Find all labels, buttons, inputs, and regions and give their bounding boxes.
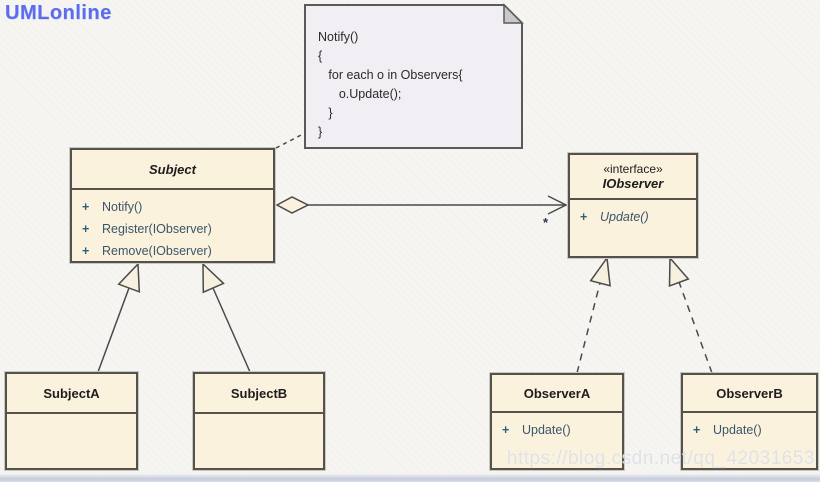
class-subjecta[interactable]: SubjectA — [5, 372, 138, 470]
method-label: Update() — [600, 210, 649, 224]
method-label: Update() — [713, 423, 762, 437]
generalization-subjecta[interactable] — [97, 262, 141, 373]
visibility-marker: + — [502, 423, 510, 437]
method-label: Update() — [522, 423, 571, 437]
class-subjectb-title: SubjectB — [195, 374, 323, 414]
visibility-marker: + — [82, 222, 90, 236]
generalization-subjectb[interactable] — [202, 262, 251, 373]
class-subject[interactable]: Subject + Notify() + Register(IObserver)… — [70, 148, 275, 263]
interface-iobserver[interactable]: «interface» IObserver + Update() — [568, 153, 698, 258]
umlonline-logo: UMLonline — [5, 2, 112, 24]
csdn-watermark: https://blog.csdn.net/qq_42031653 — [506, 448, 815, 469]
method-remove: + Remove(IObserver) — [72, 240, 273, 262]
stereotype-label: «interface» — [603, 162, 663, 176]
method-update: + Update() — [570, 206, 696, 228]
method-update: + Update() — [683, 419, 816, 441]
class-subjectb[interactable]: SubjectB — [193, 372, 325, 470]
class-observerb[interactable]: ObserverB + Update() — [681, 373, 818, 470]
visibility-marker: + — [82, 244, 90, 258]
method-label: Register(IObserver) — [102, 222, 212, 236]
class-subject-methods: + Notify() + Register(IObserver) + Remov… — [72, 190, 273, 262]
method-label: Notify() — [102, 200, 143, 214]
note-code-text: Notify() { for each o in Observers{ o.Up… — [318, 30, 463, 139]
interface-iobserver-header: «interface» IObserver — [570, 155, 696, 200]
aggregation-connector[interactable] — [275, 195, 568, 215]
class-observera-title: ObserverA — [492, 375, 622, 413]
realization-observerb[interactable] — [668, 256, 713, 374]
visibility-marker: + — [693, 423, 701, 437]
class-subjecta-body — [7, 414, 136, 420]
class-subject-title: Subject — [72, 150, 273, 190]
method-register: + Register(IObserver) — [72, 218, 273, 240]
class-subjecta-title: SubjectA — [7, 374, 136, 414]
class-observera-methods: + Update() — [492, 413, 622, 441]
class-observera[interactable]: ObserverA + Update() — [490, 373, 624, 470]
bottom-edge-strip — [0, 474, 820, 482]
visibility-marker: + — [82, 200, 90, 214]
interface-name: IObserver — [602, 176, 664, 191]
class-observerb-title: ObserverB — [683, 375, 816, 413]
realization-observera[interactable] — [576, 255, 611, 374]
interface-iobserver-methods: + Update() — [570, 200, 696, 228]
note-anchor-line[interactable] — [275, 132, 306, 149]
method-label: Remove(IObserver) — [102, 244, 212, 258]
method-update: + Update() — [492, 419, 622, 441]
visibility-marker: + — [580, 210, 588, 224]
class-observerb-methods: + Update() — [683, 413, 816, 441]
class-subjectb-body — [195, 414, 323, 420]
method-notify: + Notify() — [72, 196, 273, 218]
aggregation-multiplicity: * — [543, 215, 549, 230]
